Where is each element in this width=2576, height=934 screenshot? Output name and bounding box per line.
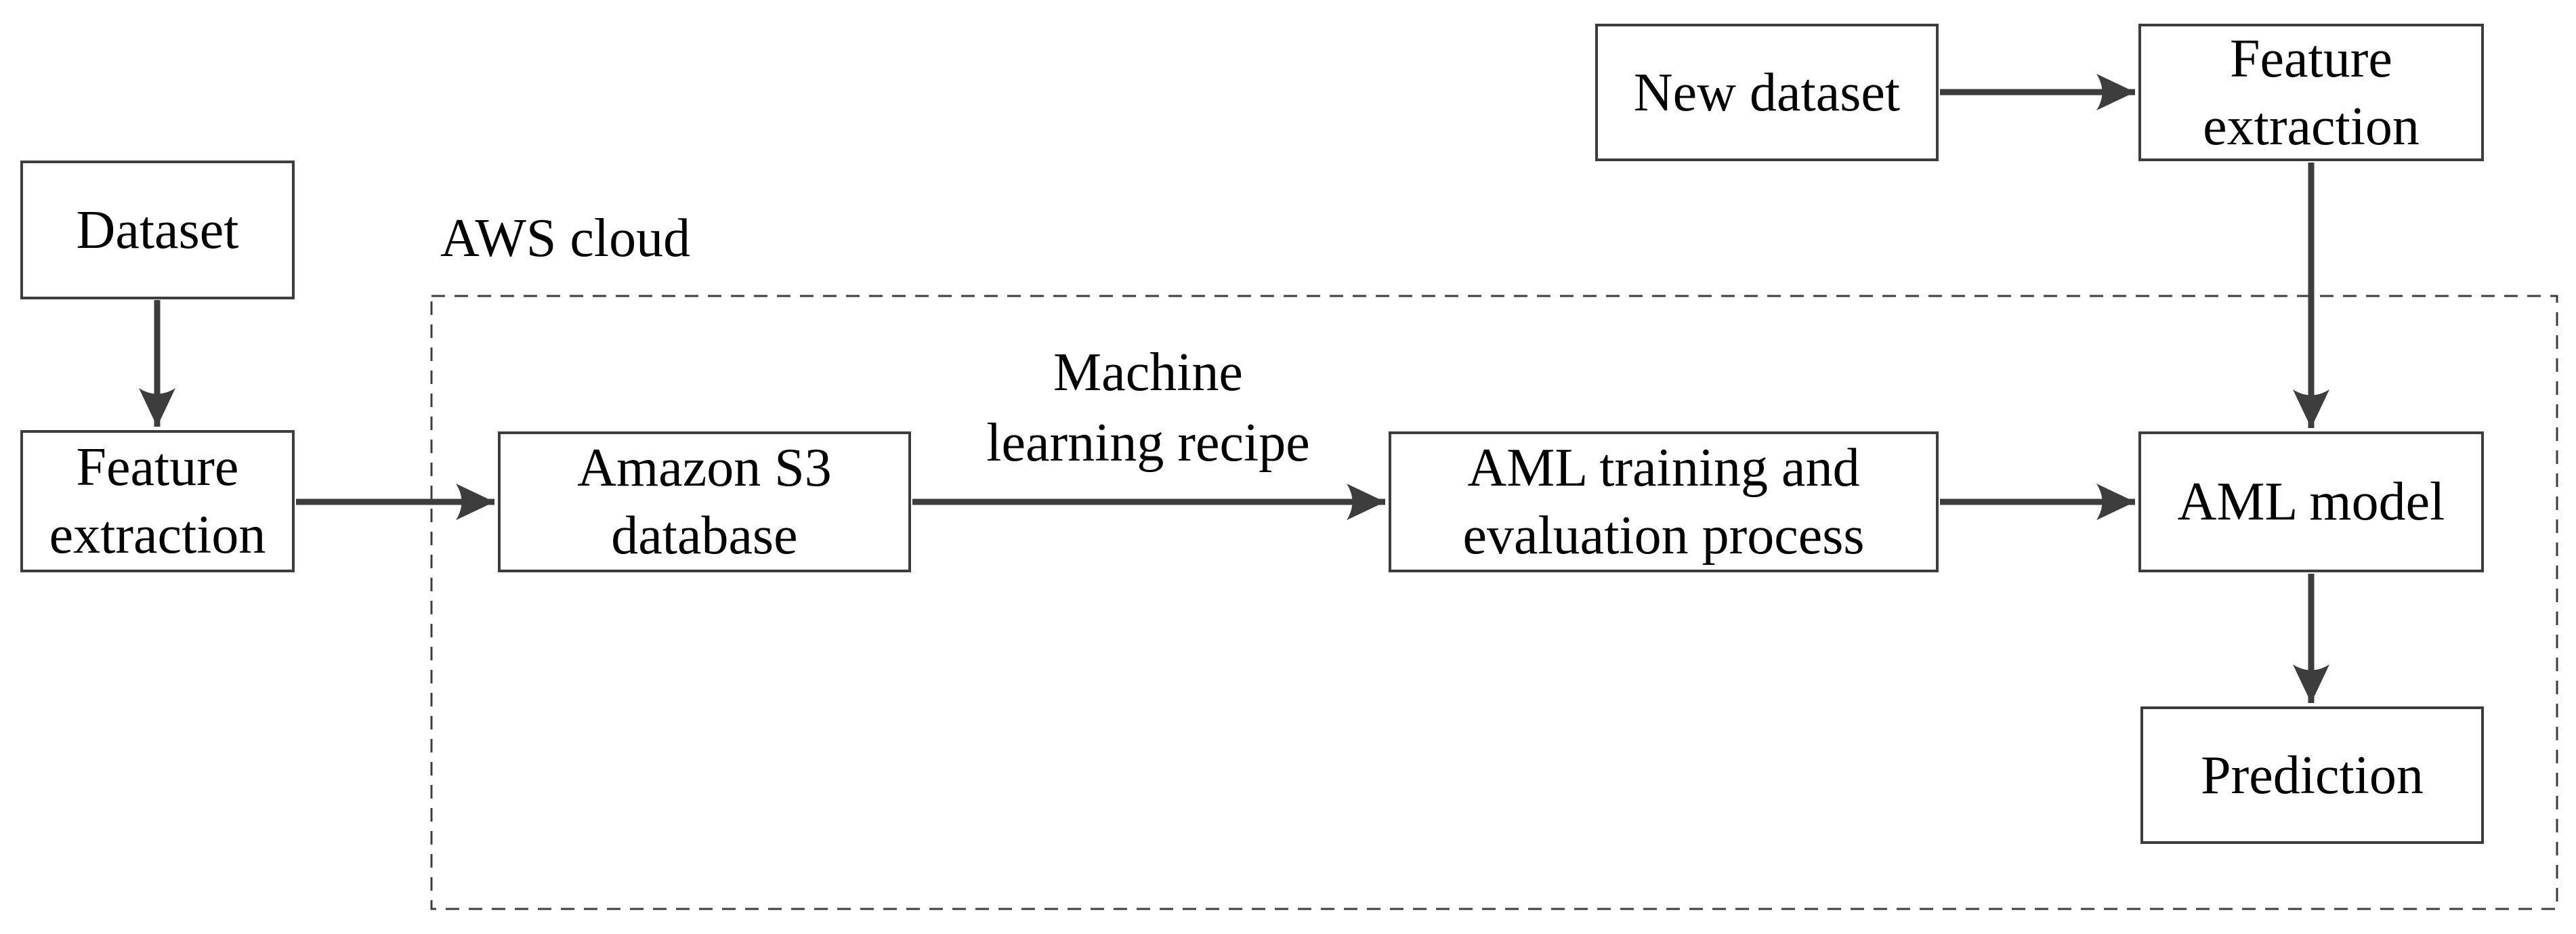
node-dataset: Dataset xyxy=(20,161,295,299)
node-feature-extraction-left: Feature extraction xyxy=(20,430,295,572)
node-prediction: Prediction xyxy=(2140,706,2484,844)
node-feature-extraction-top: Feature extraction xyxy=(2138,24,2484,161)
machine-learning-recipe-label: Machine learning recipe xyxy=(986,343,1310,473)
node-amazon-s3-database: Amazon S3 database xyxy=(498,431,911,572)
aws-cloud-label: AWS cloud xyxy=(440,209,691,268)
node-aml-model: AML model xyxy=(2138,431,2484,572)
node-aml-training-and-evaluation: AML training and evaluation process xyxy=(1389,431,1939,572)
node-new-dataset: New dataset xyxy=(1595,24,1939,161)
aws-cloud-dashed-boundary xyxy=(430,295,2558,910)
